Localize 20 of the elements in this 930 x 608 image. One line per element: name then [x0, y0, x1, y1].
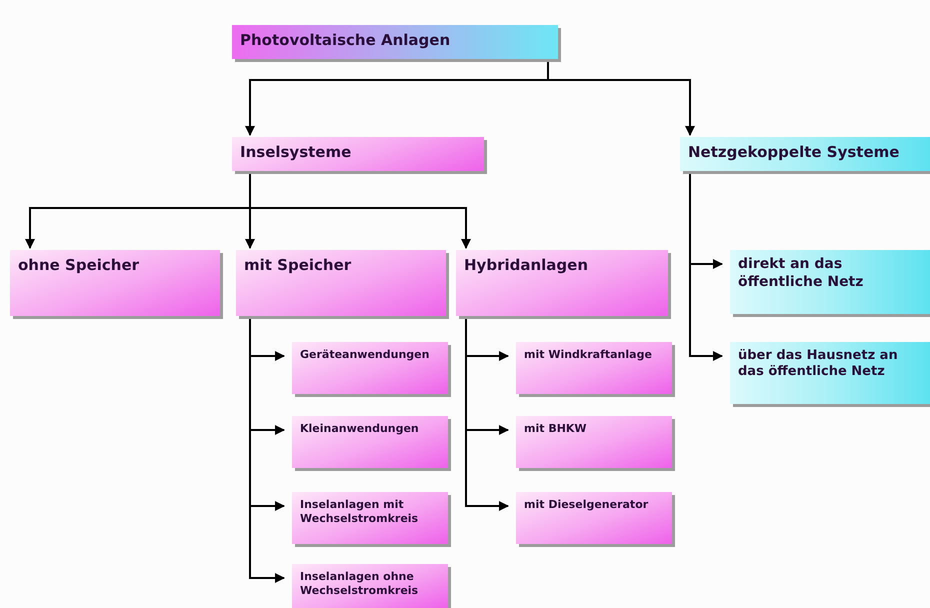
- category-box: mit Speicher: [236, 250, 446, 316]
- category-box: Inselanlagen ohne Wechselstromkreis: [292, 564, 448, 608]
- arrow: [465, 318, 509, 511]
- arrow: [689, 173, 723, 361]
- category-box: mit Dieselgenerator: [516, 492, 672, 544]
- category-box: Kleinanwendungen: [292, 416, 448, 468]
- category-box: mit Windkraftanlage: [516, 342, 672, 394]
- category-box: Inselsysteme: [232, 137, 484, 171]
- category-box: Inselanlagen mit Wechselstromkreis: [292, 492, 448, 544]
- category-box: Photovoltaische Anlagen: [232, 25, 558, 59]
- category-box: über das Hausnetz an das öffentliche Netz: [730, 342, 930, 404]
- arrow: [249, 318, 285, 583]
- arrow: [249, 173, 471, 249]
- arrow: [547, 61, 695, 136]
- category-box: Netzgekoppelte Systeme: [680, 137, 930, 171]
- category-box: mit BHKW: [516, 416, 672, 468]
- category-box: Geräteanwendungen: [292, 342, 448, 394]
- category-box: Hybridanlagen: [456, 250, 668, 316]
- category-box: direkt an das öffentliche Netz: [730, 250, 930, 314]
- category-box: ohne Speicher: [10, 250, 220, 316]
